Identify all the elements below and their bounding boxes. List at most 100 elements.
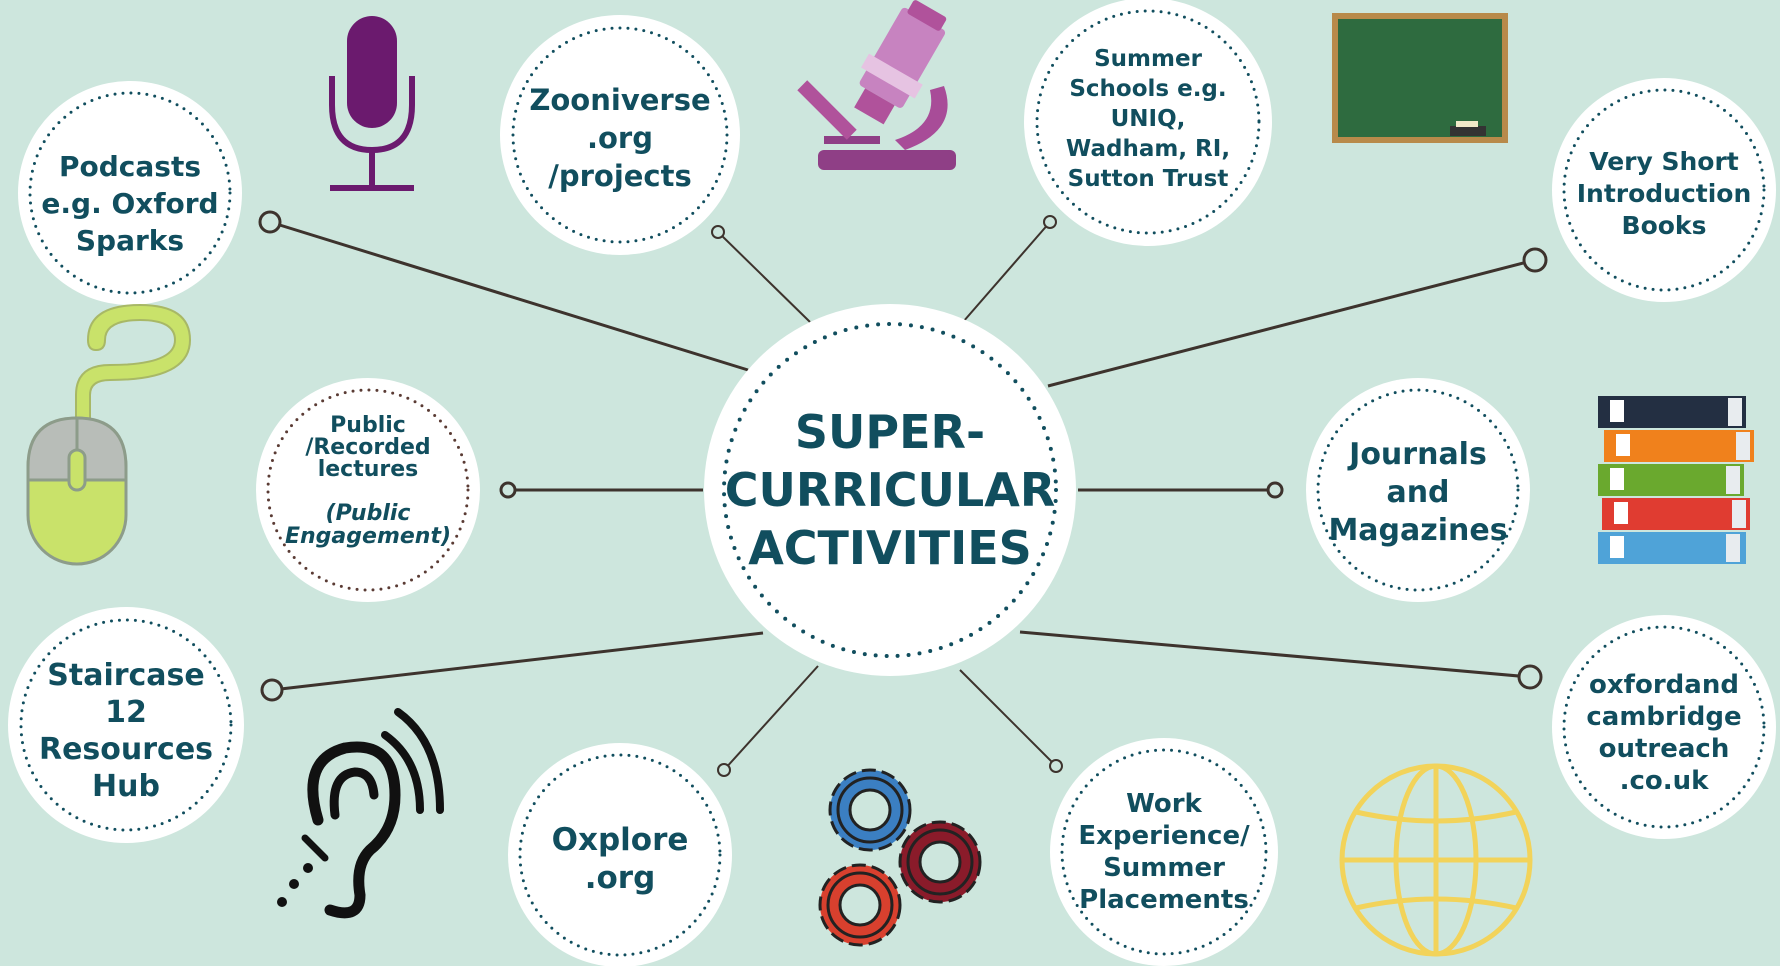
endpoint-very-short-intro [1522, 247, 1548, 273]
node-podcasts: Podcasts e.g. Oxford Sparks [18, 81, 242, 305]
node-summer-schools: Summer Schools e.g. UNIQ, Wadham, RI, Su… [1024, 0, 1272, 246]
microphone-icon [329, 16, 415, 191]
connectors [269, 220, 1536, 771]
endpoint-staircase [260, 678, 284, 702]
connector-staircase [271, 631, 764, 692]
chalkboard-icon [1332, 13, 1508, 143]
node-circle [8, 607, 244, 843]
node-label-line: Experience/ [1078, 821, 1250, 851]
node-journals: Journals and Magazines [1306, 378, 1530, 602]
center-circle [704, 304, 1076, 676]
connector-work-experience [959, 669, 1057, 767]
node-label-line: .org [587, 121, 653, 155]
endpoint-podcasts [258, 210, 282, 234]
node-dotted-ring [19, 618, 233, 832]
connector-outreach [1019, 630, 1531, 679]
node-label-line: Summer [1103, 853, 1225, 883]
node-oxplore: Oxplore .org [508, 743, 732, 966]
node-label-line: Wadham, RI, [1066, 136, 1230, 162]
node-dotted-ring [1060, 748, 1268, 956]
center-title-line-1: SUPER- [795, 405, 985, 459]
hearing-ear-icon [277, 708, 444, 919]
node-zooniverse: Zooniverse .org /projects [500, 15, 740, 255]
center-node: SUPER- CURRICULAR ACTIVITIES [704, 304, 1076, 676]
node-very-short-intro: Very Short Introduction Books [1552, 78, 1776, 302]
connector-zooniverse [717, 231, 811, 323]
node-dotted-ring [518, 753, 722, 957]
node-dotted-ring [511, 26, 729, 244]
node-dotted-ring [1562, 625, 1766, 829]
node-circle [1024, 0, 1272, 246]
node-label-line: Staircase [47, 658, 205, 693]
endpoint-journals [1266, 481, 1284, 499]
globe-icon [1339, 763, 1533, 957]
node-label-italic-line: Engagement) [285, 524, 451, 549]
node-dotted-ring [28, 91, 232, 295]
node-outreach: oxfordand cambridge outreach .co.uk [1552, 615, 1776, 839]
node-label-italic-line: (Public [326, 501, 411, 526]
node-label-line: .org [585, 860, 656, 896]
node-circle [1552, 615, 1776, 839]
connector-very-short-intro [1047, 258, 1536, 388]
endpoint-outreach [1517, 664, 1543, 690]
endpoint-zooniverse [711, 225, 725, 239]
node-circle [1306, 378, 1530, 602]
node-circle [18, 81, 242, 305]
node-label-line: Work [1126, 789, 1202, 819]
node-label-line: lectures [318, 457, 419, 482]
node-label-line: Hub [92, 769, 160, 804]
node-label-line: Summer [1094, 46, 1202, 72]
node-work-experience: Work Experience/ Summer Placements [1050, 738, 1278, 966]
node-label-line: Magazines [1328, 513, 1507, 548]
endpoint-oxplore [717, 763, 731, 777]
node-label-line: outreach [1599, 734, 1730, 764]
center-title-line-2: CURRICULAR [725, 463, 1056, 517]
microscope-icon [797, 0, 956, 170]
node-label-line: oxfordand [1589, 670, 1739, 700]
connector-endpoints [258, 210, 1548, 777]
node-label-line: Books [1622, 211, 1707, 240]
node-staircase: Staircase 12 Resources Hub [8, 607, 244, 843]
node-label-line: Public [330, 413, 406, 438]
node-dotted-ring [1035, 9, 1261, 235]
node-public-lectures: Public /Recorded lectures (Public Engage… [256, 378, 480, 602]
connector-summer-schools [962, 221, 1051, 323]
node-label-line: 12 [105, 695, 147, 730]
node-label-line: UNIQ, [1111, 106, 1186, 132]
node-label-line: .co.uk [1620, 766, 1710, 796]
gears-icon [818, 768, 982, 947]
node-label-line: Introduction [1577, 179, 1752, 208]
node-label-line: Sutton Trust [1068, 166, 1229, 192]
endpoint-work-experience [1049, 759, 1063, 773]
center-dotted-ring [722, 322, 1058, 658]
node-label-line: Podcasts [59, 150, 201, 183]
node-dotted-ring [1562, 88, 1766, 292]
node-label-line: Zooniverse [529, 83, 710, 117]
connector-podcasts [269, 220, 749, 372]
node-label-line: Sparks [76, 224, 184, 257]
node-dotted-ring [266, 388, 470, 592]
node-label-line: /projects [548, 159, 692, 193]
computer-mouse-icon [26, 303, 192, 566]
node-label-line: Schools e.g. [1069, 76, 1226, 102]
node-circle [1552, 78, 1776, 302]
node-circle [256, 378, 480, 602]
books-stack-icon [1598, 396, 1754, 564]
node-dotted-ring [1316, 388, 1520, 592]
endpoint-public-lectures [499, 481, 517, 499]
node-label-line: and [1386, 475, 1449, 510]
node-circle [500, 15, 740, 255]
endpoint-summer-schools [1043, 215, 1057, 229]
node-label-line: e.g. Oxford [41, 187, 218, 220]
node-label-line: Journals [1347, 437, 1487, 472]
node-label-line: Oxplore [552, 822, 689, 858]
node-circle [508, 743, 732, 966]
node-circle [1050, 738, 1278, 966]
node-label-line: Placements [1079, 885, 1249, 915]
node-label-line: cambridge [1586, 702, 1741, 732]
node-label-line: /Recorded [305, 435, 430, 460]
center-title-line-3: ACTIVITIES [748, 521, 1032, 575]
node-label-line: Resources [39, 732, 213, 767]
